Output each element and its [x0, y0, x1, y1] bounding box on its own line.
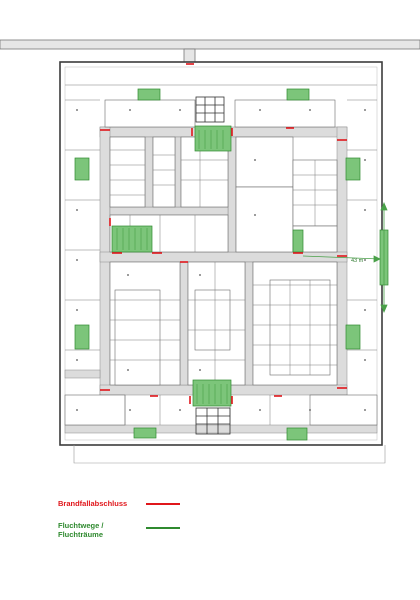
legend-escape-swatch [146, 527, 180, 529]
legend-escape-label-line2: Fluchträume [58, 530, 104, 539]
legend-escape-label-line1: Fluchtwege / [58, 521, 104, 530]
column-grid [76, 109, 366, 411]
top-access-corridor [0, 39, 420, 64]
escape-area-left [74, 157, 90, 181]
escape-area-bottom-left [133, 427, 157, 439]
escape-area-top-left [137, 88, 161, 101]
escape-hatching [116, 130, 228, 404]
escape-area-top-right [286, 88, 310, 101]
building-inner-outline [64, 66, 378, 441]
room-blocks [64, 99, 378, 426]
escape-area-bottom-right [286, 427, 308, 441]
escape-area-center-right [292, 229, 304, 253]
partitions [65, 84, 377, 425]
fire-barriers [100, 63, 347, 404]
escape-area-lower-right [345, 324, 361, 350]
escape-area-center-left [111, 225, 153, 253]
legend-escape-routes: Fluchtwege / Fluchträume [58, 521, 180, 539]
legend-fire-barrier-swatch [146, 503, 180, 505]
escape-area-bottom-center [192, 379, 232, 407]
escape-area-lower-left [74, 324, 90, 350]
escape-area-right-top [345, 157, 361, 181]
stair-cores [195, 96, 231, 435]
escape-area-top-center [194, 125, 232, 152]
escape-distance-dimension [302, 201, 388, 314]
site-boundary [73, 445, 386, 464]
legend-fire-barrier-label: Brandfallabschluss [58, 499, 128, 508]
legend-fire-barrier: Brandfallabschluss [58, 499, 180, 508]
dimension-label: 43 m [351, 258, 364, 264]
